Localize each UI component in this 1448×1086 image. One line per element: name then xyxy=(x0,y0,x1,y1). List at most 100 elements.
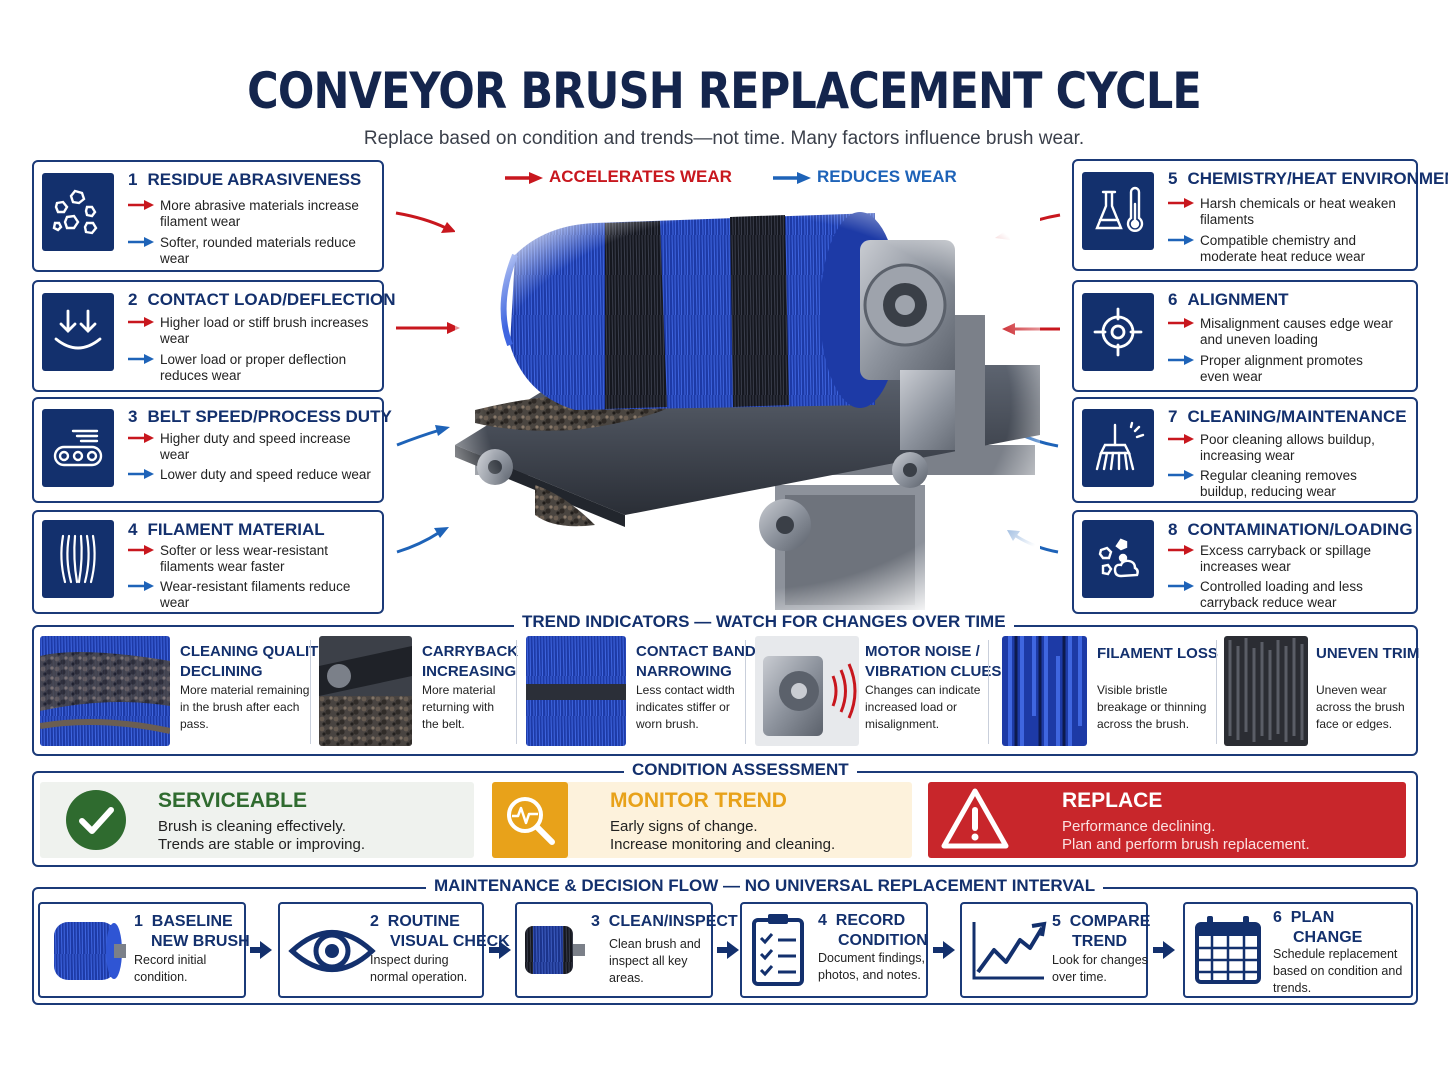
divider xyxy=(745,640,746,744)
trend-title-line1: CLEANING QUALITY xyxy=(180,643,329,660)
page-subtitle: Replace based on condition and trends—no… xyxy=(363,128,1085,149)
factor-number: 4 xyxy=(128,520,138,539)
checkmark-icon xyxy=(66,790,126,850)
filament-loss-photo xyxy=(1002,636,1087,746)
contact-band-photo xyxy=(526,636,626,746)
carryback-belt-photo xyxy=(319,636,412,746)
divider xyxy=(988,640,989,744)
condition-line1: Performance declining. xyxy=(1062,818,1216,835)
trend-title-line2: INCREASING xyxy=(422,663,517,680)
blue-arrow-icon xyxy=(773,171,811,184)
step-description: Document findings, photos, and notes. xyxy=(818,951,926,982)
conveyor-brush-illustration xyxy=(455,195,1040,610)
legend-accelerates-label: ACCELERATES WEAR xyxy=(549,167,732,186)
step-number: 2 xyxy=(370,913,379,930)
factor-reduces-text: Controlled loading and less carryback re… xyxy=(1200,579,1363,610)
blue-arrow-icon xyxy=(1168,234,1194,246)
step-number: 3 xyxy=(591,913,600,930)
flow-arrow-icon xyxy=(1153,941,1175,959)
legend-reduces: REDUCES WEAR xyxy=(773,167,957,187)
contamination-icon xyxy=(1082,520,1154,598)
blue-arrow-icon xyxy=(1168,354,1194,366)
trend-title-line1: UNEVEN TRIM xyxy=(1316,645,1420,662)
trend-title-line2: VIBRATION CLUES xyxy=(865,663,1002,680)
condition-line1: Early signs of change. xyxy=(610,818,758,835)
factor-reduces-text: Softer, rounded materials reduce wear xyxy=(160,235,356,266)
calendar-icon xyxy=(1195,916,1261,984)
trend-title-line2: NARROWING xyxy=(636,663,732,680)
blue-arrow-icon xyxy=(128,353,154,365)
step-number: 1 xyxy=(134,913,143,930)
step-title-line1: ROUTINE xyxy=(387,913,460,930)
factor-number: 2 xyxy=(128,290,138,309)
conveyor-speed-icon xyxy=(42,409,114,487)
dirty-brush-photo xyxy=(40,636,170,746)
legend-accelerates: ACCELERATES WEAR xyxy=(505,167,732,187)
factor-number: 5 xyxy=(1168,169,1178,188)
step-number: 6 xyxy=(1273,909,1282,926)
factor-title: CONTACT LOAD/DEFLECTION xyxy=(147,290,396,309)
condition-line2: Trends are stable or improving. xyxy=(158,836,366,853)
factor-accelerates-text: Misalignment causes edge wear and uneven… xyxy=(1200,316,1393,347)
divider xyxy=(1216,640,1217,744)
red-arrow-icon xyxy=(1168,433,1194,445)
step-title-line1: BASELINE xyxy=(151,913,233,930)
brush-cleaning-icon xyxy=(525,926,585,974)
condition-label: SERVICEABLE xyxy=(158,789,307,812)
trend-description: Changes can indicate increased load or m… xyxy=(865,683,981,731)
trend-title-line2: DECLINING xyxy=(180,663,263,680)
step-title-line2: CHANGE xyxy=(1293,929,1363,946)
new-brush-icon xyxy=(54,922,126,980)
factor-accelerates-text: Harsh chemicals or heat weaken filaments xyxy=(1200,196,1396,227)
blue-arrow-icon xyxy=(128,236,154,248)
trend-indicators-panel xyxy=(32,625,1418,756)
step-number: 4 xyxy=(818,912,827,929)
factor-accelerates-text: More abrasive materials increase filamen… xyxy=(160,198,359,229)
flow-arrow-icon xyxy=(933,941,955,959)
down-arrows-icon xyxy=(42,293,114,371)
red-arrow-icon xyxy=(505,171,543,184)
factor-title: FILAMENT MATERIAL xyxy=(147,520,325,539)
factor-accelerates-text: Excess carryback or spillage increases w… xyxy=(1200,543,1372,574)
factor-reduces-text: Regular cleaning removes buildup, reduci… xyxy=(1200,468,1357,499)
trend-title-line1: CONTACT BAND xyxy=(636,643,756,660)
step-number: 5 xyxy=(1052,913,1061,930)
trend-description: More material remaining in the brush aft… xyxy=(180,683,310,731)
blue-arrow-icon xyxy=(128,580,154,592)
flow-arrow-icon xyxy=(250,941,272,959)
condition-monitor-trend: MONITOR TREND Early signs of change.Incr… xyxy=(492,782,912,858)
factor-number: 8 xyxy=(1168,520,1178,539)
factor-card-contamination-loading: 8 CONTAMINATION/LOADING Excess carryback … xyxy=(1072,510,1418,614)
blue-arrow-icon xyxy=(1168,580,1194,592)
red-arrow-icon xyxy=(1168,317,1194,329)
flow-arrow-icon xyxy=(489,941,511,959)
warning-triangle-icon xyxy=(941,788,1009,849)
factor-reduces-text: Wear-resistant filaments reduce wear xyxy=(160,579,351,610)
red-arrow-icon xyxy=(128,432,154,444)
condition-label: REPLACE xyxy=(1062,789,1163,812)
step-title-line2: CONDITION xyxy=(838,932,928,949)
step-description: Schedule replacement based on condition … xyxy=(1273,947,1403,995)
factor-title: BELT SPEED/PROCESS DUTY xyxy=(147,407,392,426)
bearing-vibration-photo xyxy=(755,636,859,746)
red-arrow-icon xyxy=(128,199,154,211)
monitor-icon-tile xyxy=(492,782,568,858)
factor-number: 3 xyxy=(128,407,138,426)
flow-arrow-icon xyxy=(717,941,739,959)
factor-title: ALIGNMENT xyxy=(1187,290,1289,309)
condition-assessment-title: CONDITION ASSESSMENT xyxy=(624,760,857,780)
trend-description: Uneven wear across the brush face or edg… xyxy=(1316,683,1405,731)
trend-chart-icon xyxy=(972,921,1047,980)
factor-title: CONTAMINATION/LOADING xyxy=(1187,520,1413,539)
red-arrow-icon xyxy=(1168,197,1194,209)
factor-card-contact-load: 2 CONTACT LOAD/DEFLECTION Higher load or … xyxy=(32,280,396,392)
factor-number: 1 xyxy=(128,170,138,189)
factor-accelerates-text: Higher load or stiff brush increases wea… xyxy=(160,315,369,346)
